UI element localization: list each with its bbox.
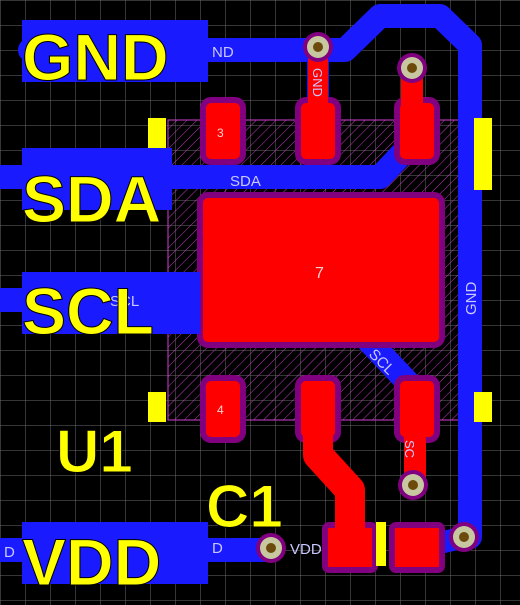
label-scl: SCL [22, 274, 154, 348]
vias [256, 32, 479, 563]
label-c1: C1 [206, 473, 283, 540]
pad-number-3: 3 [217, 126, 224, 140]
net-label-gnd-right: GND [463, 282, 480, 316]
pad-4 [200, 375, 246, 443]
net-label-scl-via: SC [402, 440, 417, 458]
net-label-gnd-via: GND [310, 68, 325, 97]
label-u1: U1 [56, 418, 133, 485]
pad-c1-2 [389, 522, 445, 573]
pad-number-7: 7 [315, 265, 324, 282]
silkscreen-labels: GND SDA SCL U1 C1 VDD [22, 20, 284, 600]
via-gnd-c1 [449, 522, 479, 552]
pad-number-4: 4 [217, 403, 224, 417]
header-blocks [22, 20, 208, 584]
net-label-vdd-via: VDD [290, 541, 322, 558]
silkscreen-bars [148, 118, 492, 566]
net-label-vdd-mid: D [212, 540, 223, 557]
via-gnd [303, 32, 333, 62]
pad-7 [197, 192, 445, 348]
pad-numbers: 3 7 4 [217, 126, 324, 417]
label-sda: SDA [22, 162, 161, 236]
vdd-copper-trace [303, 405, 365, 563]
via-top-right [397, 53, 427, 83]
label-gnd: GND [22, 20, 169, 94]
label-vdd: VDD [22, 525, 161, 599]
gnd-trace [18, 4, 482, 549]
via-scl [398, 470, 428, 500]
pad-3 [200, 97, 246, 165]
net-label-vdd-left: D [4, 544, 15, 561]
net-label-gnd-top: ND [212, 44, 234, 61]
net-label-scl-left: SCL [110, 293, 139, 310]
net-label-sda: SDA [230, 173, 261, 190]
via-vdd [256, 533, 286, 563]
